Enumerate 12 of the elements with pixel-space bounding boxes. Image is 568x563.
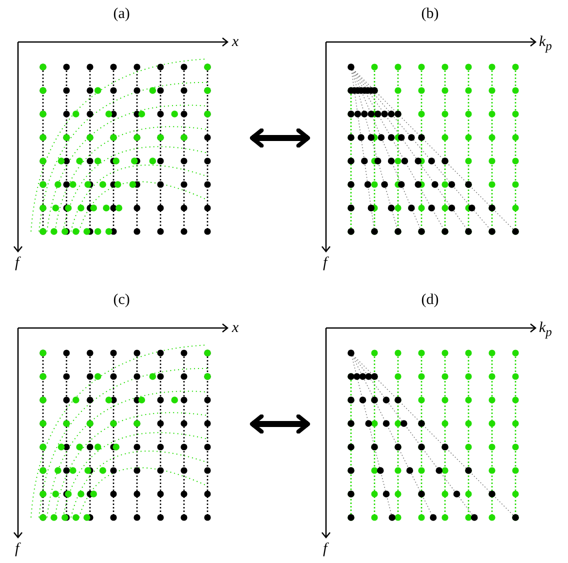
panel-label: (b) (421, 6, 439, 23)
double-arrow (250, 414, 310, 434)
axis-label: f (323, 542, 328, 557)
panel-label: (c) (113, 292, 130, 309)
panel-label: (d) (421, 292, 439, 309)
axis-label: f (15, 542, 20, 557)
axis-label: x (232, 321, 239, 336)
axis-label: f (15, 256, 20, 271)
double-arrow (250, 128, 310, 148)
axis-label: f (323, 256, 328, 271)
axis-label: x (232, 35, 239, 50)
panel-label: (a) (113, 6, 130, 23)
